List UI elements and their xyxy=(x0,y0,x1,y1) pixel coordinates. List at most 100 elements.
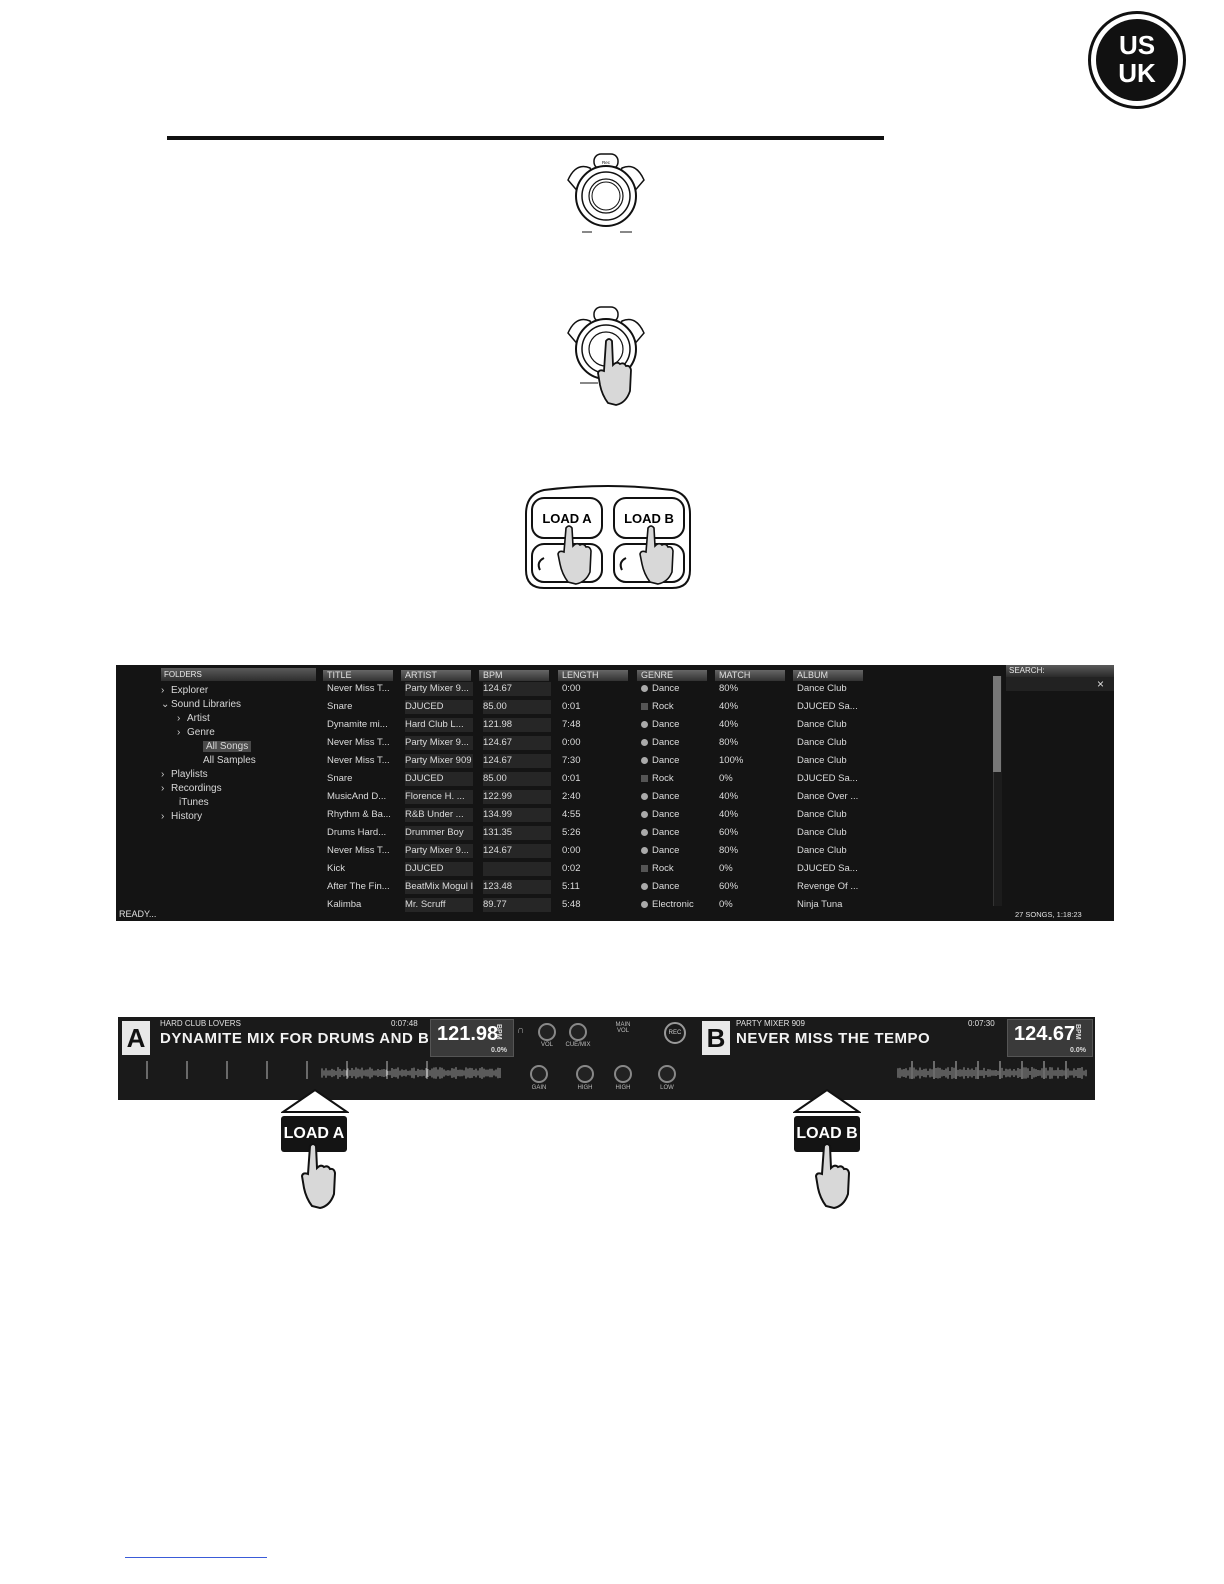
table-cell: Dance xyxy=(641,790,709,804)
load-b-hw-label: LOAD B xyxy=(624,511,674,526)
column-header[interactable]: GENRE xyxy=(637,670,707,681)
genre-color-icon xyxy=(641,882,648,890)
column-header[interactable]: BPM xyxy=(479,670,549,681)
folder-item-label: Genre xyxy=(187,727,215,738)
genre-label: Electronic xyxy=(652,899,694,910)
deck-b-title: NEVER MISS THE TEMPO xyxy=(736,1030,931,1047)
chevron-right-icon: › xyxy=(177,727,181,738)
table-cell: Dance Club xyxy=(797,845,847,856)
table-cell: 121.98 xyxy=(483,718,551,732)
table-cell: Dance xyxy=(641,826,709,840)
folder-item[interactable]: All Songs xyxy=(193,741,252,752)
eq-knob-label: HIGH xyxy=(577,1085,593,1091)
music-browser-screenshot: FOLDERS ›Explorer⌄Sound Libraries›Artist… xyxy=(116,665,1114,921)
table-cell: After The Fin... xyxy=(327,881,390,892)
folder-item[interactable]: › Explorer xyxy=(161,685,208,696)
column-header[interactable]: ARTIST xyxy=(401,670,471,681)
table-cell: 100% xyxy=(719,755,744,766)
genre-color-icon xyxy=(641,792,648,800)
table-cell: 40% xyxy=(719,701,739,712)
scrollbar-thumb[interactable] xyxy=(993,676,1001,772)
column-header[interactable]: ALBUM xyxy=(793,670,863,681)
table-cell: Dance xyxy=(641,682,709,696)
table-cell: Dance xyxy=(641,736,709,750)
table-cell: R&B Under ... xyxy=(405,808,473,822)
eq-knob[interactable] xyxy=(658,1065,676,1083)
deck-a-pitch: 0.0% xyxy=(491,1047,507,1054)
headphones-icon: ∩ xyxy=(517,1025,525,1036)
folder-item-label: Artist xyxy=(187,713,210,724)
deck-b-waveform xyxy=(897,1061,1087,1079)
folder-item[interactable]: iTunes xyxy=(169,797,209,808)
folder-item[interactable]: ›Playlists xyxy=(161,769,208,780)
badge-line-1: US xyxy=(1118,30,1156,60)
table-cell: Dance Club xyxy=(797,755,847,766)
table-cell: 124.67 xyxy=(483,754,551,768)
table-cell: 0:02 xyxy=(562,863,581,874)
table-cell: Dance Club xyxy=(797,719,847,730)
table-cell: DJUCED xyxy=(405,772,473,786)
table-cell: 0:00 xyxy=(562,845,581,856)
column-header[interactable]: MATCH xyxy=(715,670,785,681)
load-b-arrow xyxy=(793,1088,861,1113)
folder-item[interactable]: ⌄Sound Libraries xyxy=(161,699,241,710)
table-cell: Dance Club xyxy=(797,827,847,838)
table-cell: Dance Over ... xyxy=(797,791,859,802)
browse-knob-press-illustration xyxy=(567,306,645,406)
deck-a-bpm: 121.98 xyxy=(437,1023,499,1045)
folder-item[interactable]: All Samples xyxy=(193,755,256,766)
table-cell: 0:01 xyxy=(562,701,581,712)
footer-link-underline[interactable] xyxy=(125,1557,267,1558)
eq-knob[interactable] xyxy=(614,1065,632,1083)
table-cell: Kick xyxy=(327,863,345,874)
deck-b-bpm: 124.67 xyxy=(1014,1023,1076,1045)
table-cell: 85.00 xyxy=(483,700,551,714)
table-cell: Drums Hard... xyxy=(327,827,387,838)
chevron-right-icon: › xyxy=(161,811,165,822)
table-cell: DJUCED Sa... xyxy=(797,863,858,874)
table-cell: 5:11 xyxy=(562,881,580,892)
table-cell: Dance xyxy=(641,880,709,894)
rec-button[interactable]: REC xyxy=(664,1022,686,1044)
folder-item[interactable]: ›History xyxy=(161,811,202,822)
table-cell: 60% xyxy=(719,881,739,892)
status-ready: READY... xyxy=(119,909,157,919)
cue-mix-knob[interactable] xyxy=(569,1023,587,1041)
folder-item-label: Explorer xyxy=(171,685,209,696)
genre-color-icon xyxy=(641,828,648,836)
track-list-scrollbar[interactable] xyxy=(993,676,1002,906)
load-a-arrow xyxy=(281,1088,349,1113)
column-header[interactable]: TITLE xyxy=(323,670,393,681)
table-cell: 0:00 xyxy=(562,683,581,694)
folder-item[interactable]: › Artist xyxy=(177,713,210,724)
table-cell: Rock xyxy=(641,700,709,714)
table-cell: 4:55 xyxy=(562,809,581,820)
vol-knob[interactable] xyxy=(538,1023,556,1041)
folder-item[interactable]: › Genre xyxy=(177,727,215,738)
table-cell: 85.00 xyxy=(483,772,551,786)
eq-knob[interactable] xyxy=(576,1065,594,1083)
genre-color-icon xyxy=(641,864,648,872)
search-clear-icon[interactable]: × xyxy=(1096,677,1104,691)
table-cell xyxy=(483,862,551,876)
column-header[interactable]: LENGTH xyxy=(558,670,628,681)
table-cell: 7:48 xyxy=(562,719,581,730)
table-cell: Dance xyxy=(641,754,709,768)
table-cell: Never Miss T... xyxy=(327,755,390,766)
eq-knob-label: HIGH xyxy=(615,1085,631,1091)
eq-knob[interactable] xyxy=(530,1065,548,1083)
genre-label: Dance xyxy=(652,737,680,748)
search-label: SEARCH: xyxy=(1006,665,1114,677)
table-cell: 134.99 xyxy=(483,808,551,822)
table-cell: DJUCED xyxy=(405,700,473,714)
genre-label: Rock xyxy=(652,863,674,874)
chevron-right-icon: › xyxy=(161,769,165,780)
load-b-finger-icon xyxy=(814,1143,851,1210)
table-cell: Rhythm & Ba... xyxy=(327,809,391,820)
chevron-right-icon: › xyxy=(161,685,165,696)
deck-a-letter: A xyxy=(122,1021,150,1055)
chevron-right-icon: › xyxy=(177,713,181,724)
search-input[interactable]: × xyxy=(1006,677,1114,691)
deck-b-bpm-box: 124.67 BPM 0.0% xyxy=(1007,1019,1093,1057)
folder-item[interactable]: ›Recordings xyxy=(161,783,222,794)
